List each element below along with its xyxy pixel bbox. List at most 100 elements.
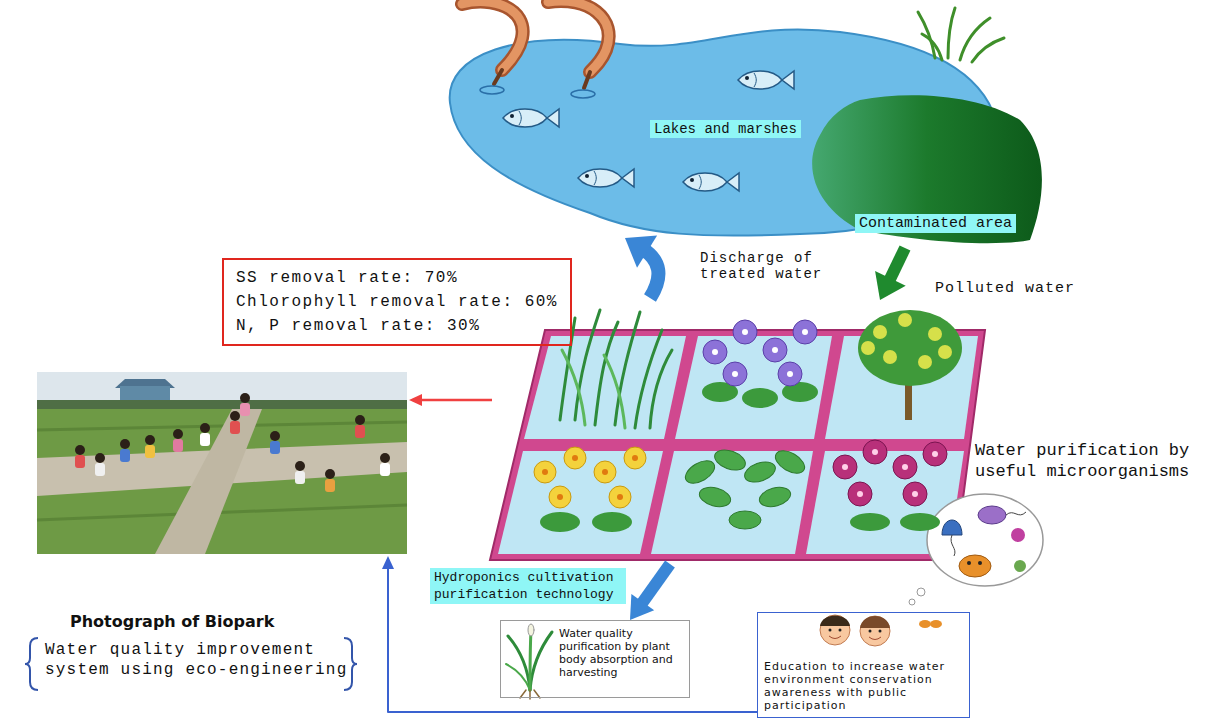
biopark-photo <box>75 445 85 468</box>
tree-figure <box>883 350 897 364</box>
region-label: Lakes and marshes <box>650 120 801 138</box>
biopark-photo <box>295 461 305 484</box>
biopark-photo <box>230 411 240 434</box>
flower-figure <box>712 349 718 355</box>
biopark-photo <box>240 393 250 416</box>
flower-figure <box>772 347 778 353</box>
photo-panel: Photograph of BioparkWater quality impro… <box>28 372 408 692</box>
tree-figure <box>898 313 912 327</box>
flower-figure <box>602 469 608 475</box>
flower-figure <box>787 371 793 377</box>
people-figure <box>829 629 832 632</box>
flower-figure <box>863 440 887 464</box>
reed-plants <box>972 38 1004 62</box>
flower-figure <box>763 338 787 362</box>
contaminated-outline <box>812 95 1042 243</box>
process-box: Water quality purification by plant body… <box>500 620 690 698</box>
biopark-photo <box>173 429 183 452</box>
flower-figure <box>923 442 947 466</box>
people-figure <box>879 630 882 633</box>
flower-figure <box>900 513 940 531</box>
education-text: Education to increase water environment … <box>764 660 963 712</box>
biopark-photo <box>37 372 407 554</box>
biopark-photo <box>37 400 407 409</box>
arrow-line <box>419 399 492 402</box>
biopark-photo <box>145 435 155 458</box>
flower-figure <box>902 464 908 470</box>
people-figure <box>860 616 890 628</box>
flower-figure <box>742 388 778 408</box>
flower-figure <box>912 491 918 497</box>
flower-figure <box>842 464 848 470</box>
flower-figure <box>592 512 632 532</box>
tree-figure <box>928 327 942 341</box>
microbe-figure <box>1011 528 1025 542</box>
arrow-head <box>382 556 394 569</box>
flow-arrow <box>625 236 658 298</box>
water-cell <box>498 451 663 554</box>
arrow-line <box>388 566 757 712</box>
microbe-figure <box>917 588 925 596</box>
people-figure <box>869 630 872 633</box>
water-cell <box>524 336 686 439</box>
water-cell <box>825 336 978 439</box>
people-figure <box>930 620 942 628</box>
flower-figure <box>557 494 563 500</box>
people-figure <box>839 629 842 632</box>
microbe-figure <box>1014 560 1026 572</box>
system-caption: Water quality improvement system using e… <box>45 640 365 680</box>
people-figure <box>829 636 881 640</box>
flower-figure <box>549 486 571 508</box>
bracket <box>25 638 38 690</box>
water-cell <box>651 451 813 554</box>
biopark-photo <box>325 469 335 492</box>
biopark-photo <box>200 423 210 446</box>
flower-figure <box>893 455 917 479</box>
arrow-line <box>643 249 659 298</box>
water-cell <box>498 336 978 554</box>
flower-figure <box>732 371 738 377</box>
plant-icon <box>506 624 552 699</box>
people-figure <box>820 615 850 645</box>
people-figure <box>820 615 942 646</box>
leaf-figure <box>729 511 761 529</box>
flower-figure <box>733 320 757 344</box>
education-box: Education to increase water environment … <box>757 612 970 718</box>
flower-figure <box>617 494 623 500</box>
flower-figure <box>850 513 890 531</box>
flower-figure <box>848 482 872 506</box>
photo-caption: Photograph of Biopark <box>70 612 274 631</box>
hydroponics-grid: Hydroponics cultivation purification tec… <box>488 298 988 564</box>
arrow-head <box>630 594 654 620</box>
process-text: Water quality purification by plant body… <box>559 627 683 679</box>
water-cell <box>675 336 832 439</box>
microbe-figure <box>959 555 991 577</box>
microbe-figure <box>978 561 982 565</box>
arrow-head <box>409 394 422 406</box>
edge-label: Polluted water <box>935 280 1075 297</box>
reed-plants <box>960 18 990 60</box>
tree-figure <box>861 341 875 355</box>
tree-figure <box>918 355 932 369</box>
flower-figure <box>542 469 548 475</box>
flower-figure <box>632 455 638 461</box>
flower-figure <box>624 447 646 469</box>
plant-icon <box>530 630 531 690</box>
flower-figure <box>833 455 857 479</box>
result-line: Chlorophyll removal rate: 60% <box>236 290 558 314</box>
arrow-head <box>875 271 906 300</box>
flower-figure <box>540 512 580 532</box>
microbe-bubble: Water purification by useful microorgani… <box>910 440 1210 592</box>
people-figure <box>919 620 931 628</box>
biopark-photo <box>155 409 262 554</box>
flower-figure <box>609 486 631 508</box>
microbe-figure <box>978 506 1006 524</box>
flower-figure <box>903 482 927 506</box>
tree-figure <box>938 345 952 359</box>
result-line: SS removal rate: 70% <box>236 266 558 290</box>
flower-figure <box>742 329 748 335</box>
flower-figure <box>932 451 938 457</box>
flow-arrow <box>875 248 906 300</box>
flow-arrow <box>630 564 670 620</box>
plant-icon <box>528 624 534 636</box>
